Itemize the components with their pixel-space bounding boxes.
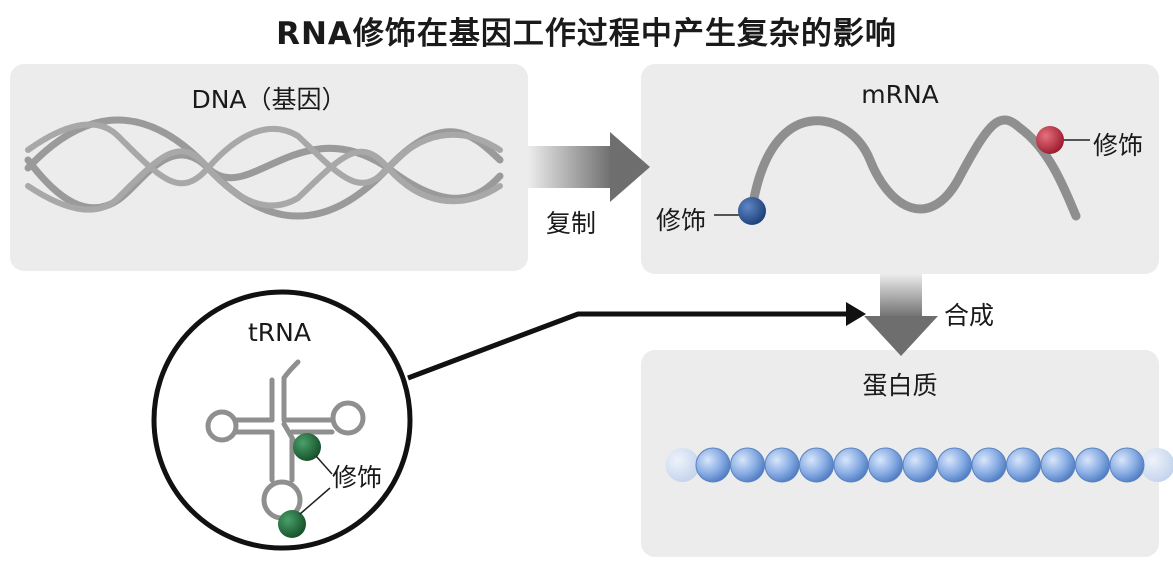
trna-mod-leader-upper [315,455,333,475]
trna-mod-leader-lower [299,487,331,515]
synthesis-label: 合成 [944,301,995,330]
trna-modification-upper [293,433,321,461]
protein-bead-fade-right [1140,448,1173,482]
mrna-mod-right-label: 修饰 [1093,131,1144,160]
protein-bead [764,447,800,483]
figure-title: RNA修饰在基因工作过程中产生复杂的影响 [276,16,897,52]
mrna-modification-red [1036,126,1064,154]
protein-bead-fade-left [665,448,700,482]
protein-bead [695,447,731,483]
dna-label: DNA（基因） [191,85,347,114]
protein-bead [902,447,938,483]
mrna-panel: mRNA [641,64,1159,274]
protein-bead-chain [665,447,1173,483]
dna-helix-outer [25,121,503,213]
protein-bead [1040,447,1076,483]
protein-bead [1109,447,1145,483]
trna-mod-label: 修饰 [332,463,383,492]
protein-bead [971,447,1007,483]
synthesis-arrow [864,274,938,356]
dna-helix [24,116,504,220]
trna-label: tRNA [248,318,311,347]
protein-bead [799,447,834,483]
protein-label: 蛋白质 [862,371,938,400]
protein-bead [1075,447,1110,483]
trna-cloverleaf [205,359,366,521]
protein-bead [868,447,903,483]
protein-bead [937,447,972,483]
copy-arrow [528,132,650,202]
mrna-mod-left-label: 修饰 [656,206,707,235]
protein-panel: 蛋白质 [641,350,1159,557]
mrna-modification-blue [738,197,766,225]
trna-connector [407,302,866,381]
protein-bead [833,447,869,483]
protein-bead [730,447,765,483]
trna-modification-lower [278,510,306,538]
mrna-label: mRNA [861,80,939,109]
copy-label: 复制 [546,209,597,238]
mrna-strand [747,115,1081,221]
protein-bead [1006,447,1041,483]
